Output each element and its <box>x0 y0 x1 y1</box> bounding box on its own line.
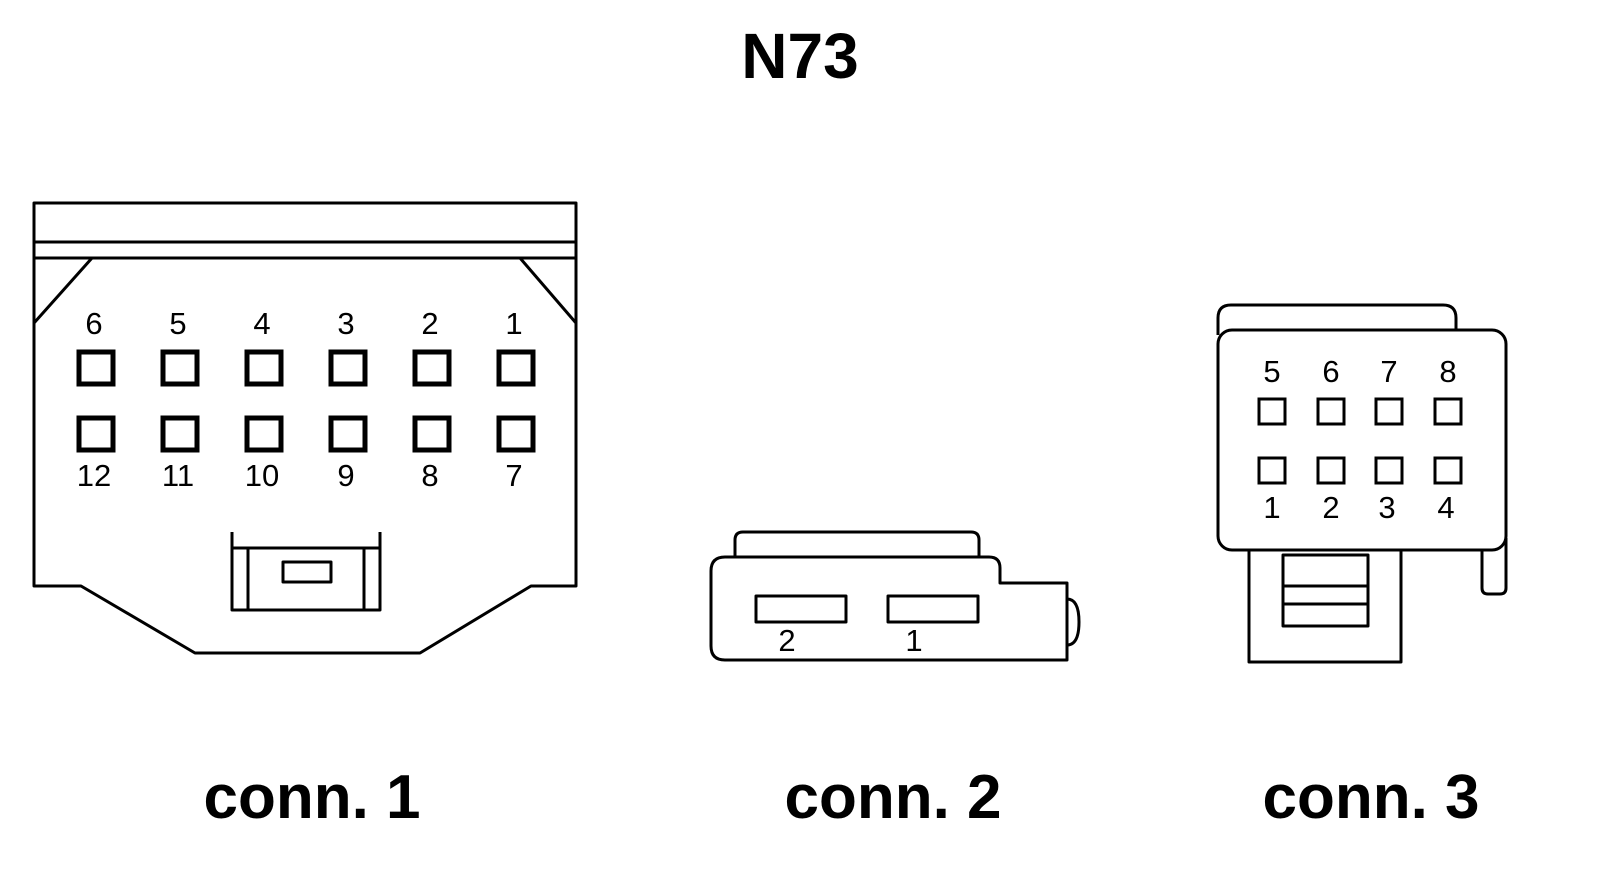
pin-number: 1 <box>1263 490 1280 525</box>
connector-3: 5 6 7 8 1 2 3 4 conn. <box>1216 303 1508 832</box>
pin-number: 5 <box>1263 354 1280 389</box>
connector-3-top-shell <box>1216 303 1458 335</box>
connector-3-pin-6: 6 <box>1316 354 1346 426</box>
connector-2-housing <box>709 555 1069 662</box>
pin-number: 11 <box>162 458 194 493</box>
pin-number: 2 <box>421 306 438 341</box>
connector-3-pin-3: 3 <box>1374 456 1404 525</box>
connector-3-pin-7: 7 <box>1374 354 1404 426</box>
pin-number: 2 <box>1322 490 1339 525</box>
connector-3-pin-4: 4 <box>1433 456 1463 525</box>
connector-1-pin-12: 7 <box>496 415 536 493</box>
connector-3-caption: conn. 3 <box>1262 763 1479 832</box>
connector-1: 6 5 4 3 2 1 12 11 <box>32 201 578 832</box>
pin-socket <box>328 415 368 453</box>
diagram-title: N73 <box>741 20 858 92</box>
connector-1-pin-8: 11 <box>160 415 200 493</box>
pin-socket <box>1374 397 1404 426</box>
pin-number: 6 <box>85 306 102 341</box>
connector-2-latch <box>1066 597 1081 647</box>
connector-1-pin-3: 4 <box>244 306 284 387</box>
connector-3-housing <box>1216 328 1508 552</box>
pin-socket <box>160 349 200 387</box>
connector-3-lock <box>1247 550 1403 664</box>
connector-3-pin-5: 5 <box>1257 354 1287 426</box>
pin-socket <box>244 349 284 387</box>
connector-1-pin-7: 12 <box>76 415 116 493</box>
pin-socket <box>1433 397 1463 426</box>
connector-1-pin-10: 9 <box>328 415 368 493</box>
pin-number: 1 <box>905 623 922 658</box>
pin-number: 3 <box>1378 490 1395 525</box>
pin-socket <box>754 594 848 624</box>
connector-1-pin-1: 6 <box>76 306 116 387</box>
pin-socket <box>1257 456 1287 485</box>
connector-3-side-clip <box>1480 538 1508 596</box>
connector-2-pin-2: 2 <box>754 594 848 658</box>
pin-socket <box>1374 456 1404 485</box>
pin-socket <box>886 594 980 624</box>
connector-1-pin-4: 3 <box>328 306 368 387</box>
pin-socket <box>1257 397 1287 426</box>
pin-socket <box>76 349 116 387</box>
pin-socket <box>1433 456 1463 485</box>
connector-1-chamfer-left <box>32 257 94 324</box>
connector-3-pin-8: 8 <box>1433 354 1463 426</box>
pin-number: 7 <box>1380 354 1397 389</box>
connector-1-pin-6: 1 <box>496 306 536 387</box>
pin-socket <box>412 415 452 453</box>
pin-number: 1 <box>505 306 522 341</box>
pin-socket <box>328 349 368 387</box>
pin-number: 8 <box>1439 354 1456 389</box>
pin-socket <box>244 415 284 453</box>
pin-socket <box>1316 397 1346 426</box>
connector-2-top-tab <box>733 530 981 557</box>
connector-1-pin-2: 5 <box>160 306 200 387</box>
connector-3-pin-1: 1 <box>1257 456 1287 525</box>
pin-number: 6 <box>1322 354 1339 389</box>
pin-number: 9 <box>337 458 354 493</box>
pin-number: 4 <box>1437 490 1454 525</box>
connector-1-pin-5: 2 <box>412 306 452 387</box>
connector-2-pin-1: 1 <box>886 594 980 658</box>
connector-1-housing <box>32 201 578 655</box>
pin-number: 8 <box>421 458 438 493</box>
connector-1-chamfer-right <box>518 257 578 324</box>
pin-socket <box>496 349 536 387</box>
pin-number: 12 <box>77 458 111 493</box>
pin-socket <box>412 349 452 387</box>
connector-2-caption: conn. 2 <box>784 763 1001 832</box>
pin-socket <box>496 415 536 453</box>
pin-socket <box>76 415 116 453</box>
connector-1-pin-9: 10 <box>244 415 284 493</box>
connector-2: 2 1 conn. 2 <box>709 530 1081 832</box>
pin-number: 10 <box>245 458 279 493</box>
connector-1-latch <box>230 532 382 612</box>
pin-number: 5 <box>169 306 186 341</box>
pin-socket <box>160 415 200 453</box>
pin-number: 4 <box>253 306 270 341</box>
pin-number: 2 <box>778 623 795 658</box>
pin-socket <box>1316 456 1346 485</box>
pin-number: 7 <box>505 458 522 493</box>
connector-3-pin-2: 2 <box>1316 456 1346 525</box>
connector-1-caption: conn. 1 <box>203 763 420 832</box>
pin-number: 3 <box>337 306 354 341</box>
connector-1-pin-11: 8 <box>412 415 452 493</box>
